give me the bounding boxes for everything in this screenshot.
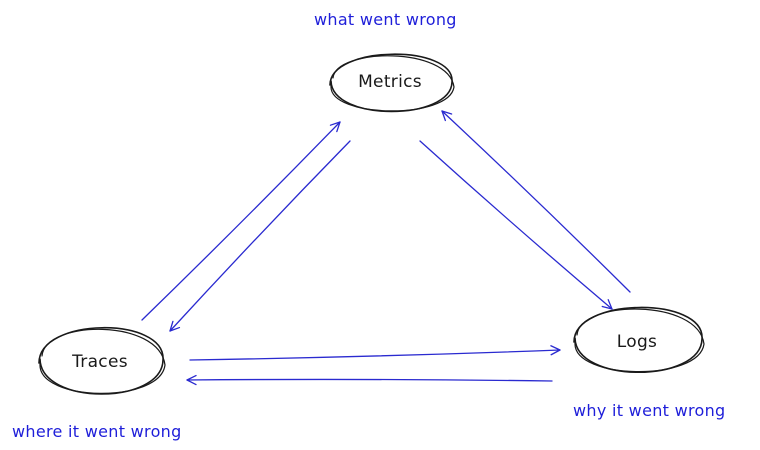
traces-node-label: Traces <box>72 352 128 372</box>
metrics-node-circle <box>329 53 455 113</box>
metrics-node-label: Metrics <box>358 72 422 92</box>
arrow-traces-to-metrics <box>141 121 341 321</box>
nodes-layer <box>38 53 705 395</box>
arrow-logs-to-traces <box>186 374 553 386</box>
traces-caption: where it went wrong <box>12 422 182 441</box>
arrows-layer <box>141 110 631 386</box>
arrow-metrics-to-traces <box>169 140 351 332</box>
logs-caption: why it went wrong <box>573 401 726 420</box>
logs-node-label: Logs <box>616 332 658 352</box>
logs-node-circle <box>573 306 705 373</box>
arrow-logs-to-metrics <box>441 110 631 293</box>
arrow-traces-to-logs <box>189 345 561 361</box>
metrics-caption: what went wrong <box>314 10 457 29</box>
arrow-metrics-to-logs <box>419 140 613 310</box>
traces-node-circle <box>38 327 166 395</box>
